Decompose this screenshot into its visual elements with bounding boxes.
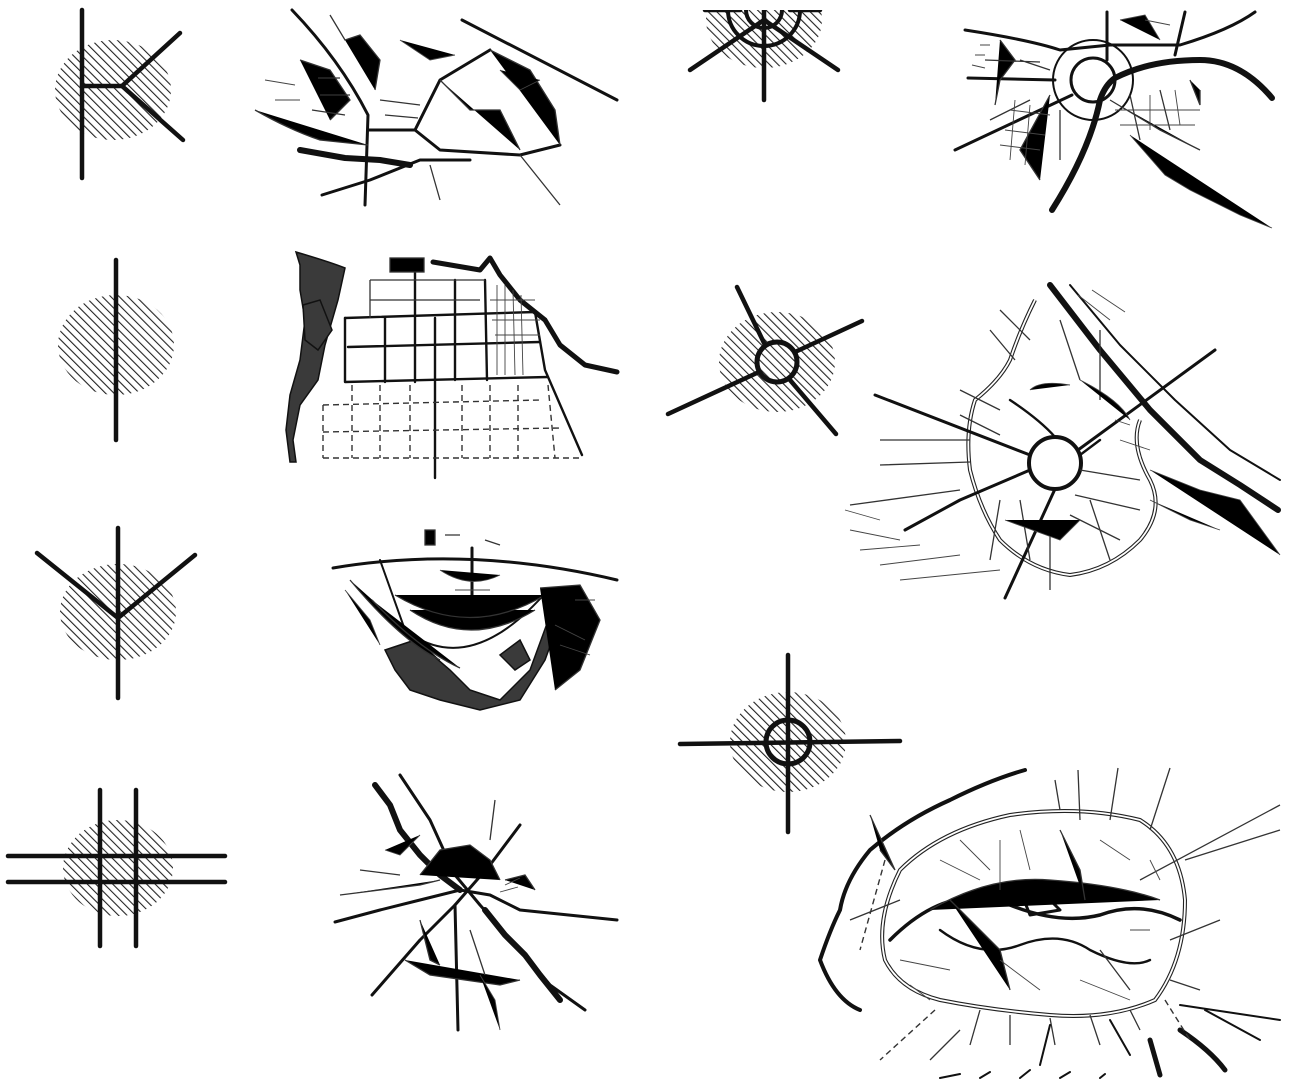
schema-ring-cross xyxy=(680,655,900,832)
hatched-core xyxy=(719,312,835,412)
schema-single-axis xyxy=(58,260,174,440)
schema-branching-axis xyxy=(55,10,183,178)
hatched-core xyxy=(63,820,173,916)
map-branching-city xyxy=(255,10,617,205)
map-fan-city xyxy=(333,530,617,710)
map-river-radial-city xyxy=(955,12,1272,228)
schema-forked-axis xyxy=(37,528,195,698)
map-grid-city xyxy=(286,252,617,478)
map-concentric-city xyxy=(820,768,1280,1078)
map-crossing-city xyxy=(335,775,617,1030)
schema-parallel-axes xyxy=(8,790,225,946)
schema-half-rings xyxy=(690,0,838,100)
map-ring-road-city xyxy=(845,285,1280,598)
schema-ring-radials xyxy=(668,287,862,434)
